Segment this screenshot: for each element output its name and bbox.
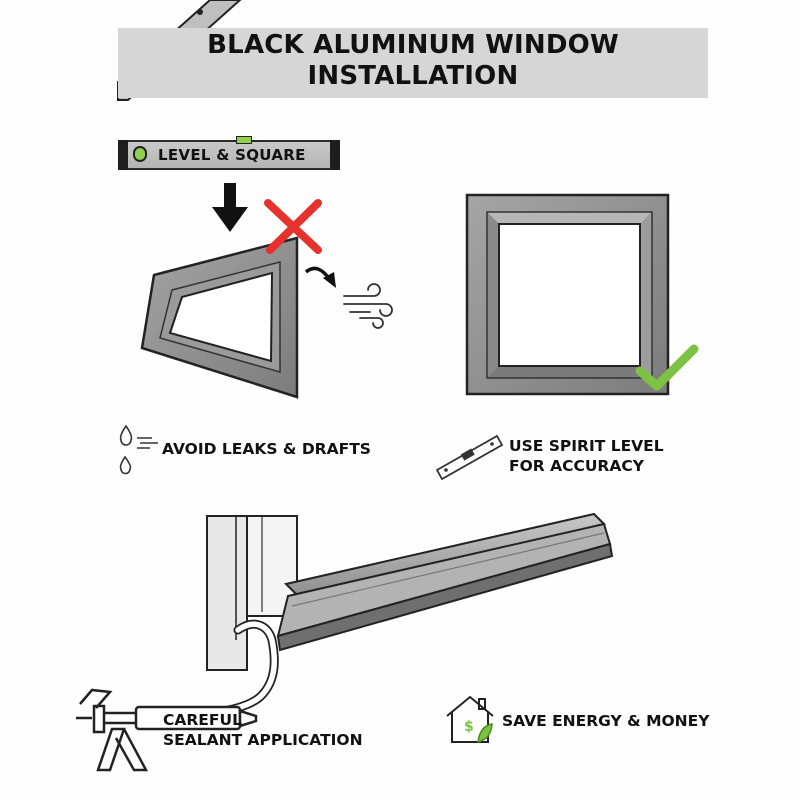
square-window-frame	[465, 193, 670, 396]
title-line-2: INSTALLATION	[307, 61, 519, 91]
wrong-x-icon	[264, 199, 322, 254]
top-vial-icon	[236, 136, 252, 144]
level-tool	[118, 140, 340, 170]
caption-save-energy: SAVE ENERGY & MONEY	[502, 712, 710, 730]
caption-spirit-level-line2: FOR ACCURACY	[509, 457, 644, 475]
caption-sealant-line1: CAREFUL	[163, 711, 242, 729]
caption-spirit-level: USE SPIRIT LEVEL FOR ACCURACY	[509, 436, 664, 476]
window-sill-illustration	[143, 512, 614, 722]
level-end-cap-right	[330, 140, 340, 170]
water-drops-icon	[119, 424, 158, 475]
down-arrow-icon	[212, 183, 248, 232]
bubble-vial-icon	[133, 146, 147, 162]
title-line-1: BLACK ALUMINUM WINDOW	[207, 30, 619, 60]
caption-sealant-line2: SEALANT APPLICATION	[163, 731, 363, 749]
caulk-gun-icon	[76, 688, 258, 772]
spirit-level-icon	[435, 434, 504, 481]
caption-avoid-leaks: AVOID LEAKS & DRAFTS	[162, 440, 371, 458]
level-end-cap-left	[118, 140, 128, 170]
curved-arrow-icon	[304, 266, 336, 288]
house-dollar-icon: $	[446, 695, 494, 743]
wind-icon	[343, 283, 393, 329]
distorted-window-frame	[140, 236, 299, 399]
svg-text:$: $	[464, 719, 474, 735]
page-title: BLACK ALUMINUM WINDOW INSTALLATION	[118, 30, 708, 92]
title-banner	[118, 28, 708, 98]
caption-spirit-level-line1: USE SPIRIT LEVEL	[509, 437, 664, 455]
check-icon	[635, 344, 699, 391]
level-tool-label: LEVEL & SQUARE	[158, 146, 306, 164]
caption-sealant: CAREFUL SEALANT APPLICATION	[163, 710, 363, 750]
